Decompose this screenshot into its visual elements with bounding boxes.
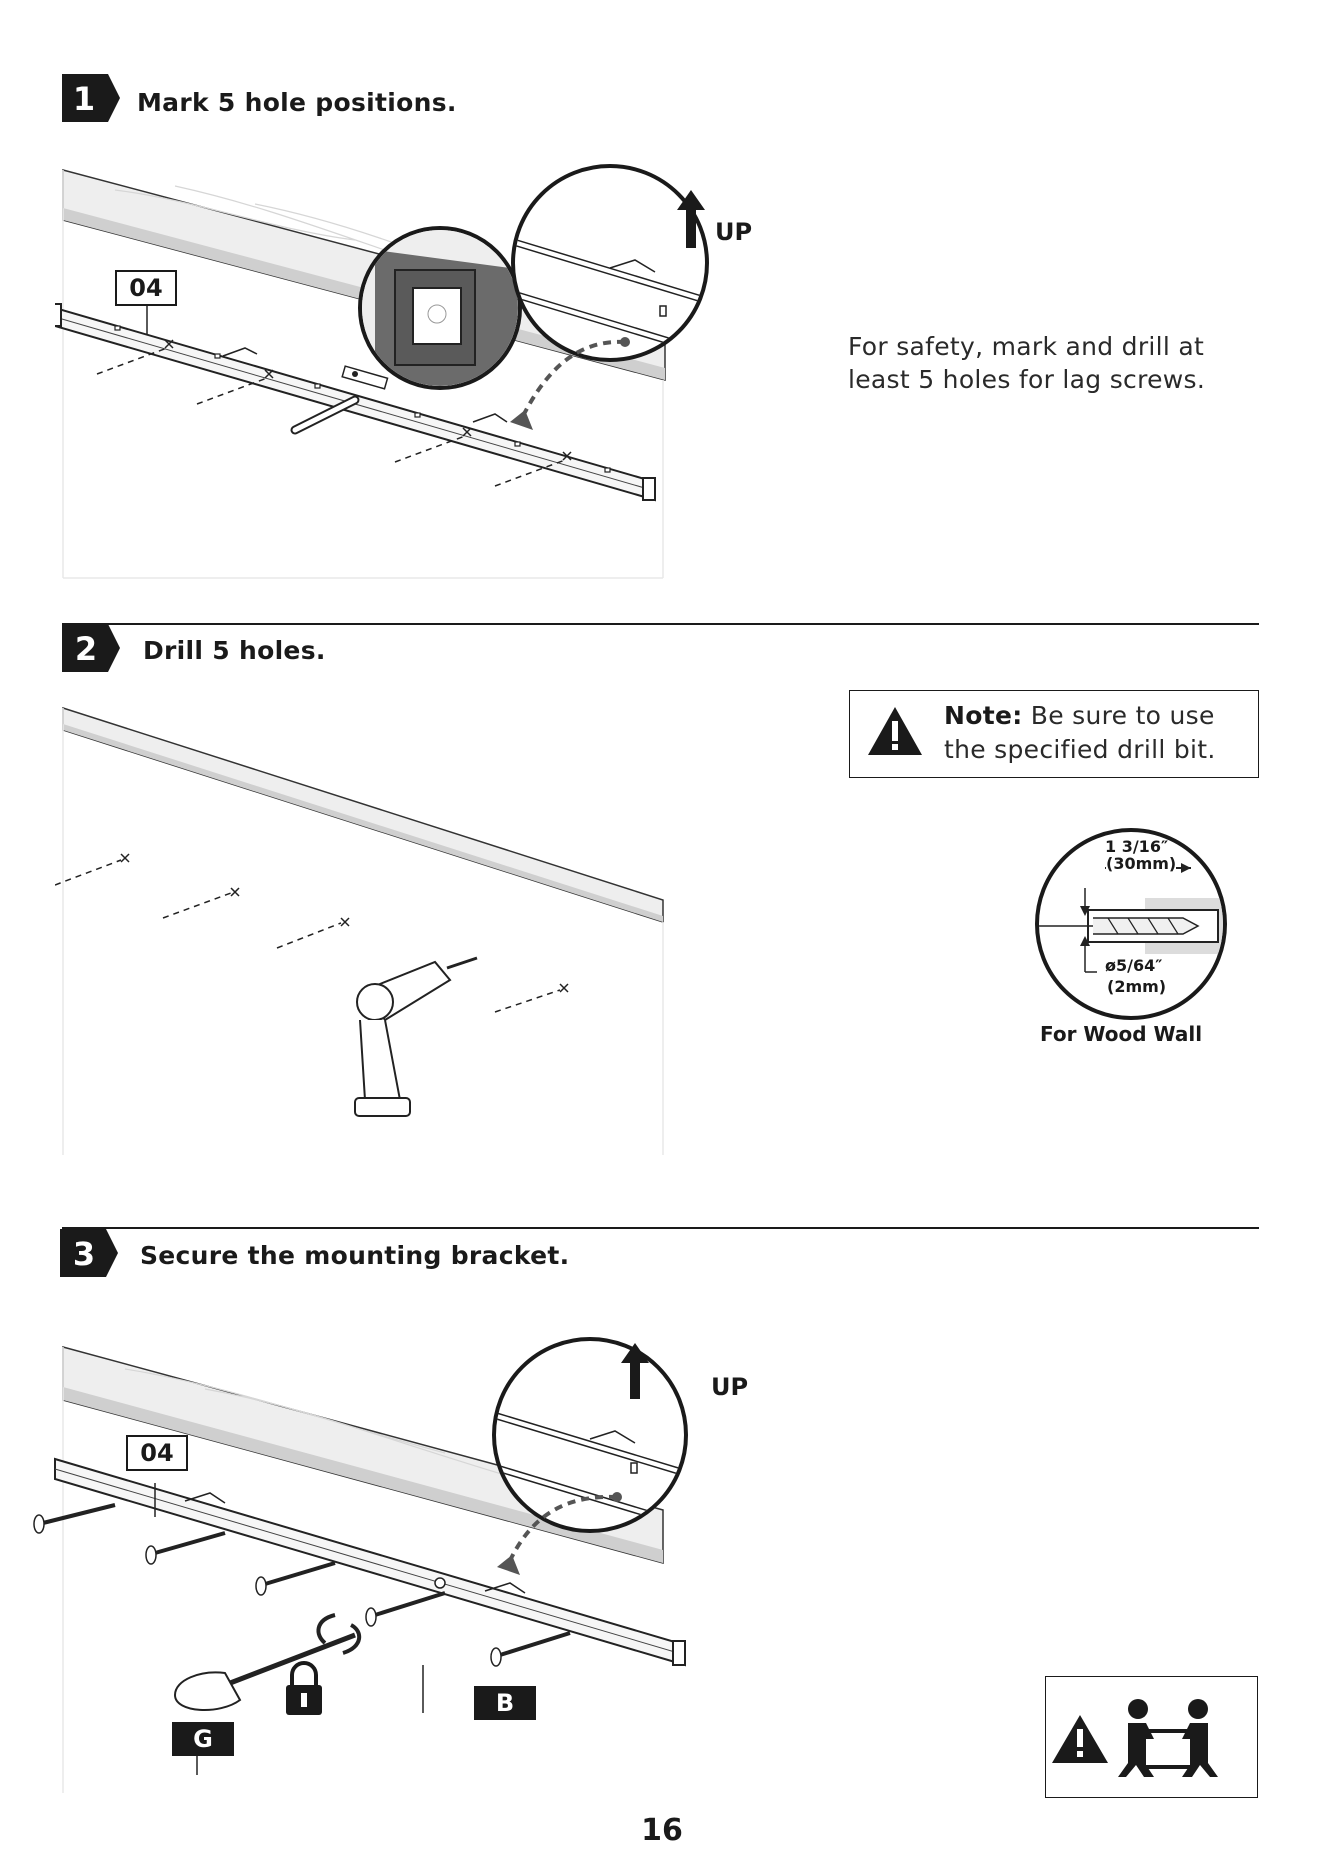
section-divider-2	[62, 623, 1259, 625]
warning-icon	[866, 705, 924, 757]
page-number: 16	[0, 1813, 1324, 1848]
drill-bit-note: Note: Be sure to use the specified drill…	[849, 690, 1259, 778]
step-1-instruction-line-1: For safety, mark and drill at	[848, 330, 1204, 363]
wood-wall-caption: For Wood Wall	[1040, 1022, 1202, 1046]
note-label: Note:	[944, 701, 1023, 730]
step-3-illustration	[25, 1335, 805, 1795]
diameter-mm-label: (2mm)	[1107, 977, 1166, 996]
step-2-number: 2	[75, 630, 97, 668]
tool-label-g: G	[172, 1722, 234, 1756]
diameter-label: ø5/64″	[1105, 956, 1162, 975]
depth-mm-label: (30mm)	[1106, 854, 1176, 873]
wall-board	[63, 708, 663, 922]
step-1-illustration	[55, 160, 815, 580]
section-divider-3	[62, 1227, 1259, 1229]
step-1-instruction-line-2: least 5 holes for lag screws.	[848, 363, 1205, 396]
two-person-warning-box	[1045, 1676, 1258, 1798]
lock-icon	[286, 1663, 322, 1715]
slot-detail-circle	[355, 220, 525, 400]
note-line-1: Be sure to use	[1023, 701, 1215, 730]
up-label: UP	[711, 1373, 748, 1401]
note-line-2: the specified drill bit.	[944, 733, 1216, 767]
step-3-badge: 3	[60, 1229, 118, 1277]
step-2-badge: 2	[62, 624, 120, 672]
screwdriver-icon	[175, 1635, 355, 1710]
two-person-lift-icon	[1118, 1699, 1218, 1777]
up-detail-circle	[510, 166, 715, 360]
screw-label-b: B	[474, 1686, 536, 1720]
drill-icon	[355, 958, 477, 1116]
lag-screws	[34, 1505, 570, 1666]
up-label: UP	[715, 218, 752, 246]
step-1-number: 1	[73, 80, 95, 118]
part-label-04: 04	[126, 1435, 188, 1471]
step-2-illustration	[55, 700, 675, 1160]
step-3-number: 3	[73, 1235, 95, 1273]
step-2-title: Drill 5 holes.	[143, 636, 326, 665]
step-1-title: Mark 5 hole positions.	[137, 88, 457, 117]
step-1-badge: 1	[62, 74, 120, 122]
up-detail-circle	[490, 1339, 695, 1531]
step-3-title: Secure the mounting bracket.	[140, 1241, 569, 1270]
part-label-04: 04	[115, 270, 177, 306]
level-icon	[342, 366, 387, 389]
hole-mark-lines	[55, 860, 560, 1012]
warning-icon	[1052, 1715, 1108, 1763]
